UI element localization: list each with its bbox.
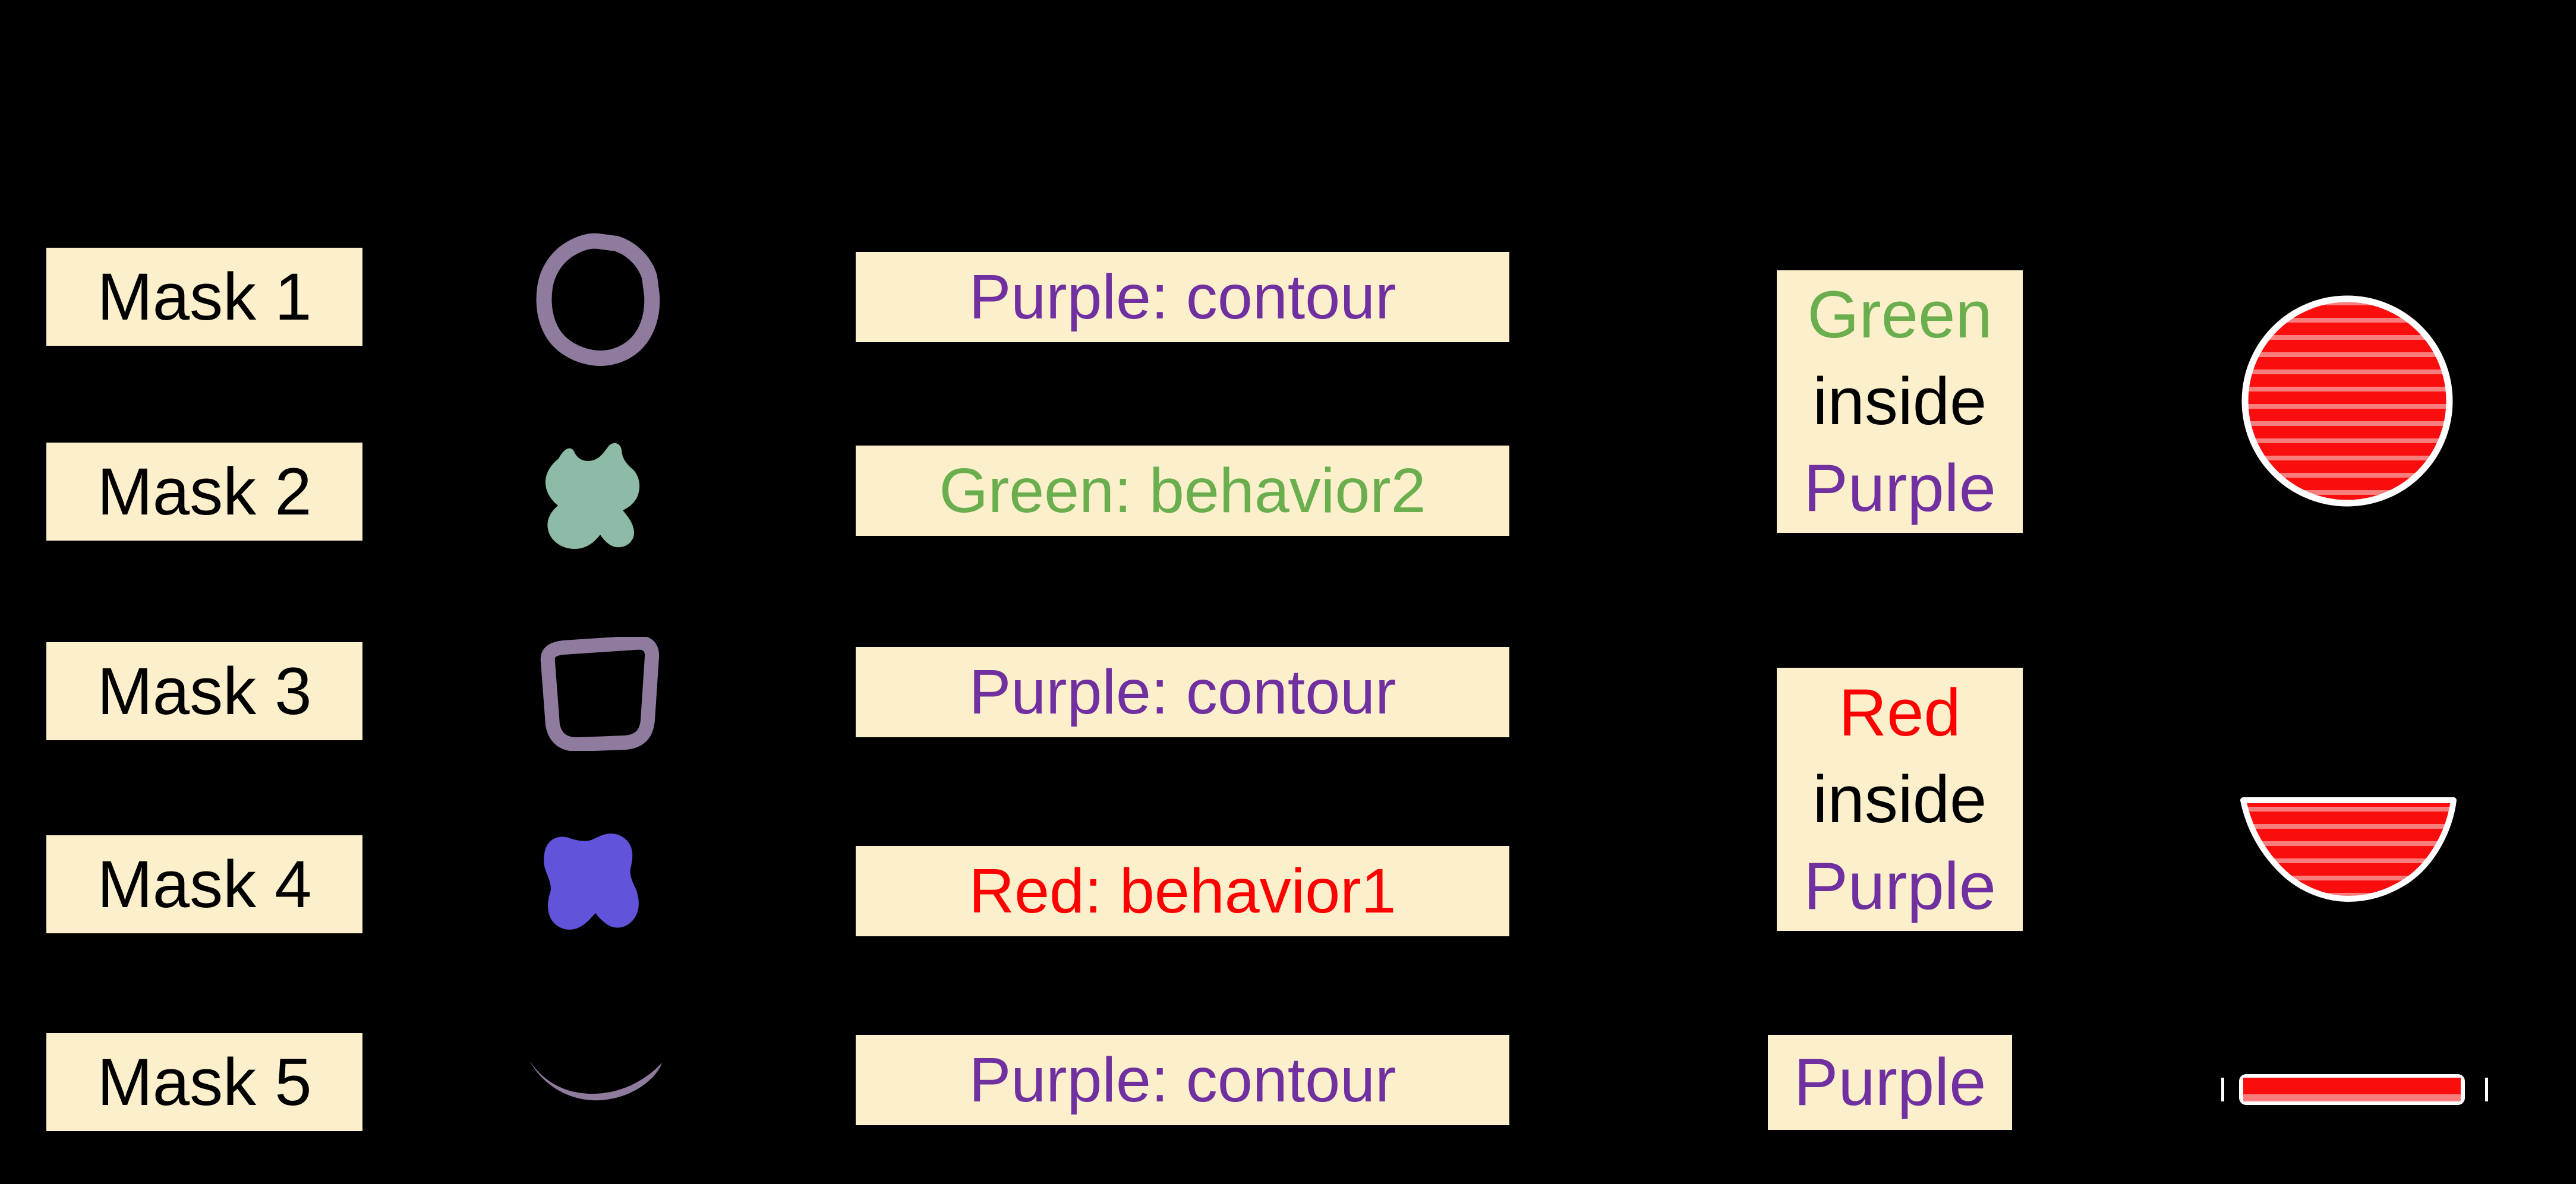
mask-1-classification: Purple: contour xyxy=(969,261,1396,332)
mask-3-bowl-contour-shape xyxy=(535,635,663,754)
mask-2-classification: Green: behavior2 xyxy=(939,455,1426,526)
mask-4-label: Mask 4 xyxy=(97,847,312,921)
mask-5-label-box: Mask 5 xyxy=(46,1033,362,1131)
result-1-line-3: Purple xyxy=(1803,451,1996,525)
mask-1-classification-box: Purple: contour xyxy=(856,252,1509,342)
hatched-circle-shape xyxy=(2234,288,2460,517)
mask-2-label-box: Mask 2 xyxy=(46,443,362,541)
mask-5-arc-curve-shape xyxy=(526,1054,666,1108)
mask-2-label: Mask 2 xyxy=(97,454,312,529)
mask-5-classification-box: Purple: contour xyxy=(856,1035,1509,1125)
result-1-line-2: inside xyxy=(1812,364,1987,438)
mask-4-label-box: Mask 4 xyxy=(46,835,362,933)
mask-4-blue-blob-shape xyxy=(534,826,660,945)
mask-4-classification: Red: behavior1 xyxy=(969,855,1396,926)
result-green-inside-purple-box: Green inside Purple xyxy=(1777,270,2023,533)
hatched-bowl-shape xyxy=(2236,794,2461,909)
mask-5-classification: Purple: contour xyxy=(969,1044,1396,1115)
mask-1-label-box: Mask 1 xyxy=(46,248,362,346)
line-right-tick xyxy=(2485,1078,2488,1101)
hatched-line-shape xyxy=(2216,1069,2493,1114)
result-2-line-1: Red xyxy=(1839,675,1961,750)
mask-5-label: Mask 5 xyxy=(97,1045,312,1119)
mask-1-ring-contour-shape xyxy=(526,233,671,370)
mask-2-classification-box: Green: behavior2 xyxy=(856,446,1509,536)
mask-3-label: Mask 3 xyxy=(97,654,312,728)
result-2-line-3: Purple xyxy=(1803,848,1996,923)
mask-3-classification: Purple: contour xyxy=(969,656,1396,727)
result-2-line-2: inside xyxy=(1812,762,1987,836)
mask-2-green-blob-shape xyxy=(532,441,669,558)
mask-3-classification-box: Purple: contour xyxy=(856,647,1509,737)
mask-3-label-box: Mask 3 xyxy=(46,642,362,740)
line-left-tick xyxy=(2221,1078,2224,1101)
mask-4-classification-box: Red: behavior1 xyxy=(856,846,1509,936)
result-3-line-1: Purple xyxy=(1793,1045,1987,1119)
result-red-inside-purple-box: Red inside Purple xyxy=(1777,668,2023,931)
result-purple-box: Purple xyxy=(1768,1035,2012,1130)
result-1-line-1: Green xyxy=(1807,277,1992,352)
mask-1-label: Mask 1 xyxy=(97,260,312,334)
